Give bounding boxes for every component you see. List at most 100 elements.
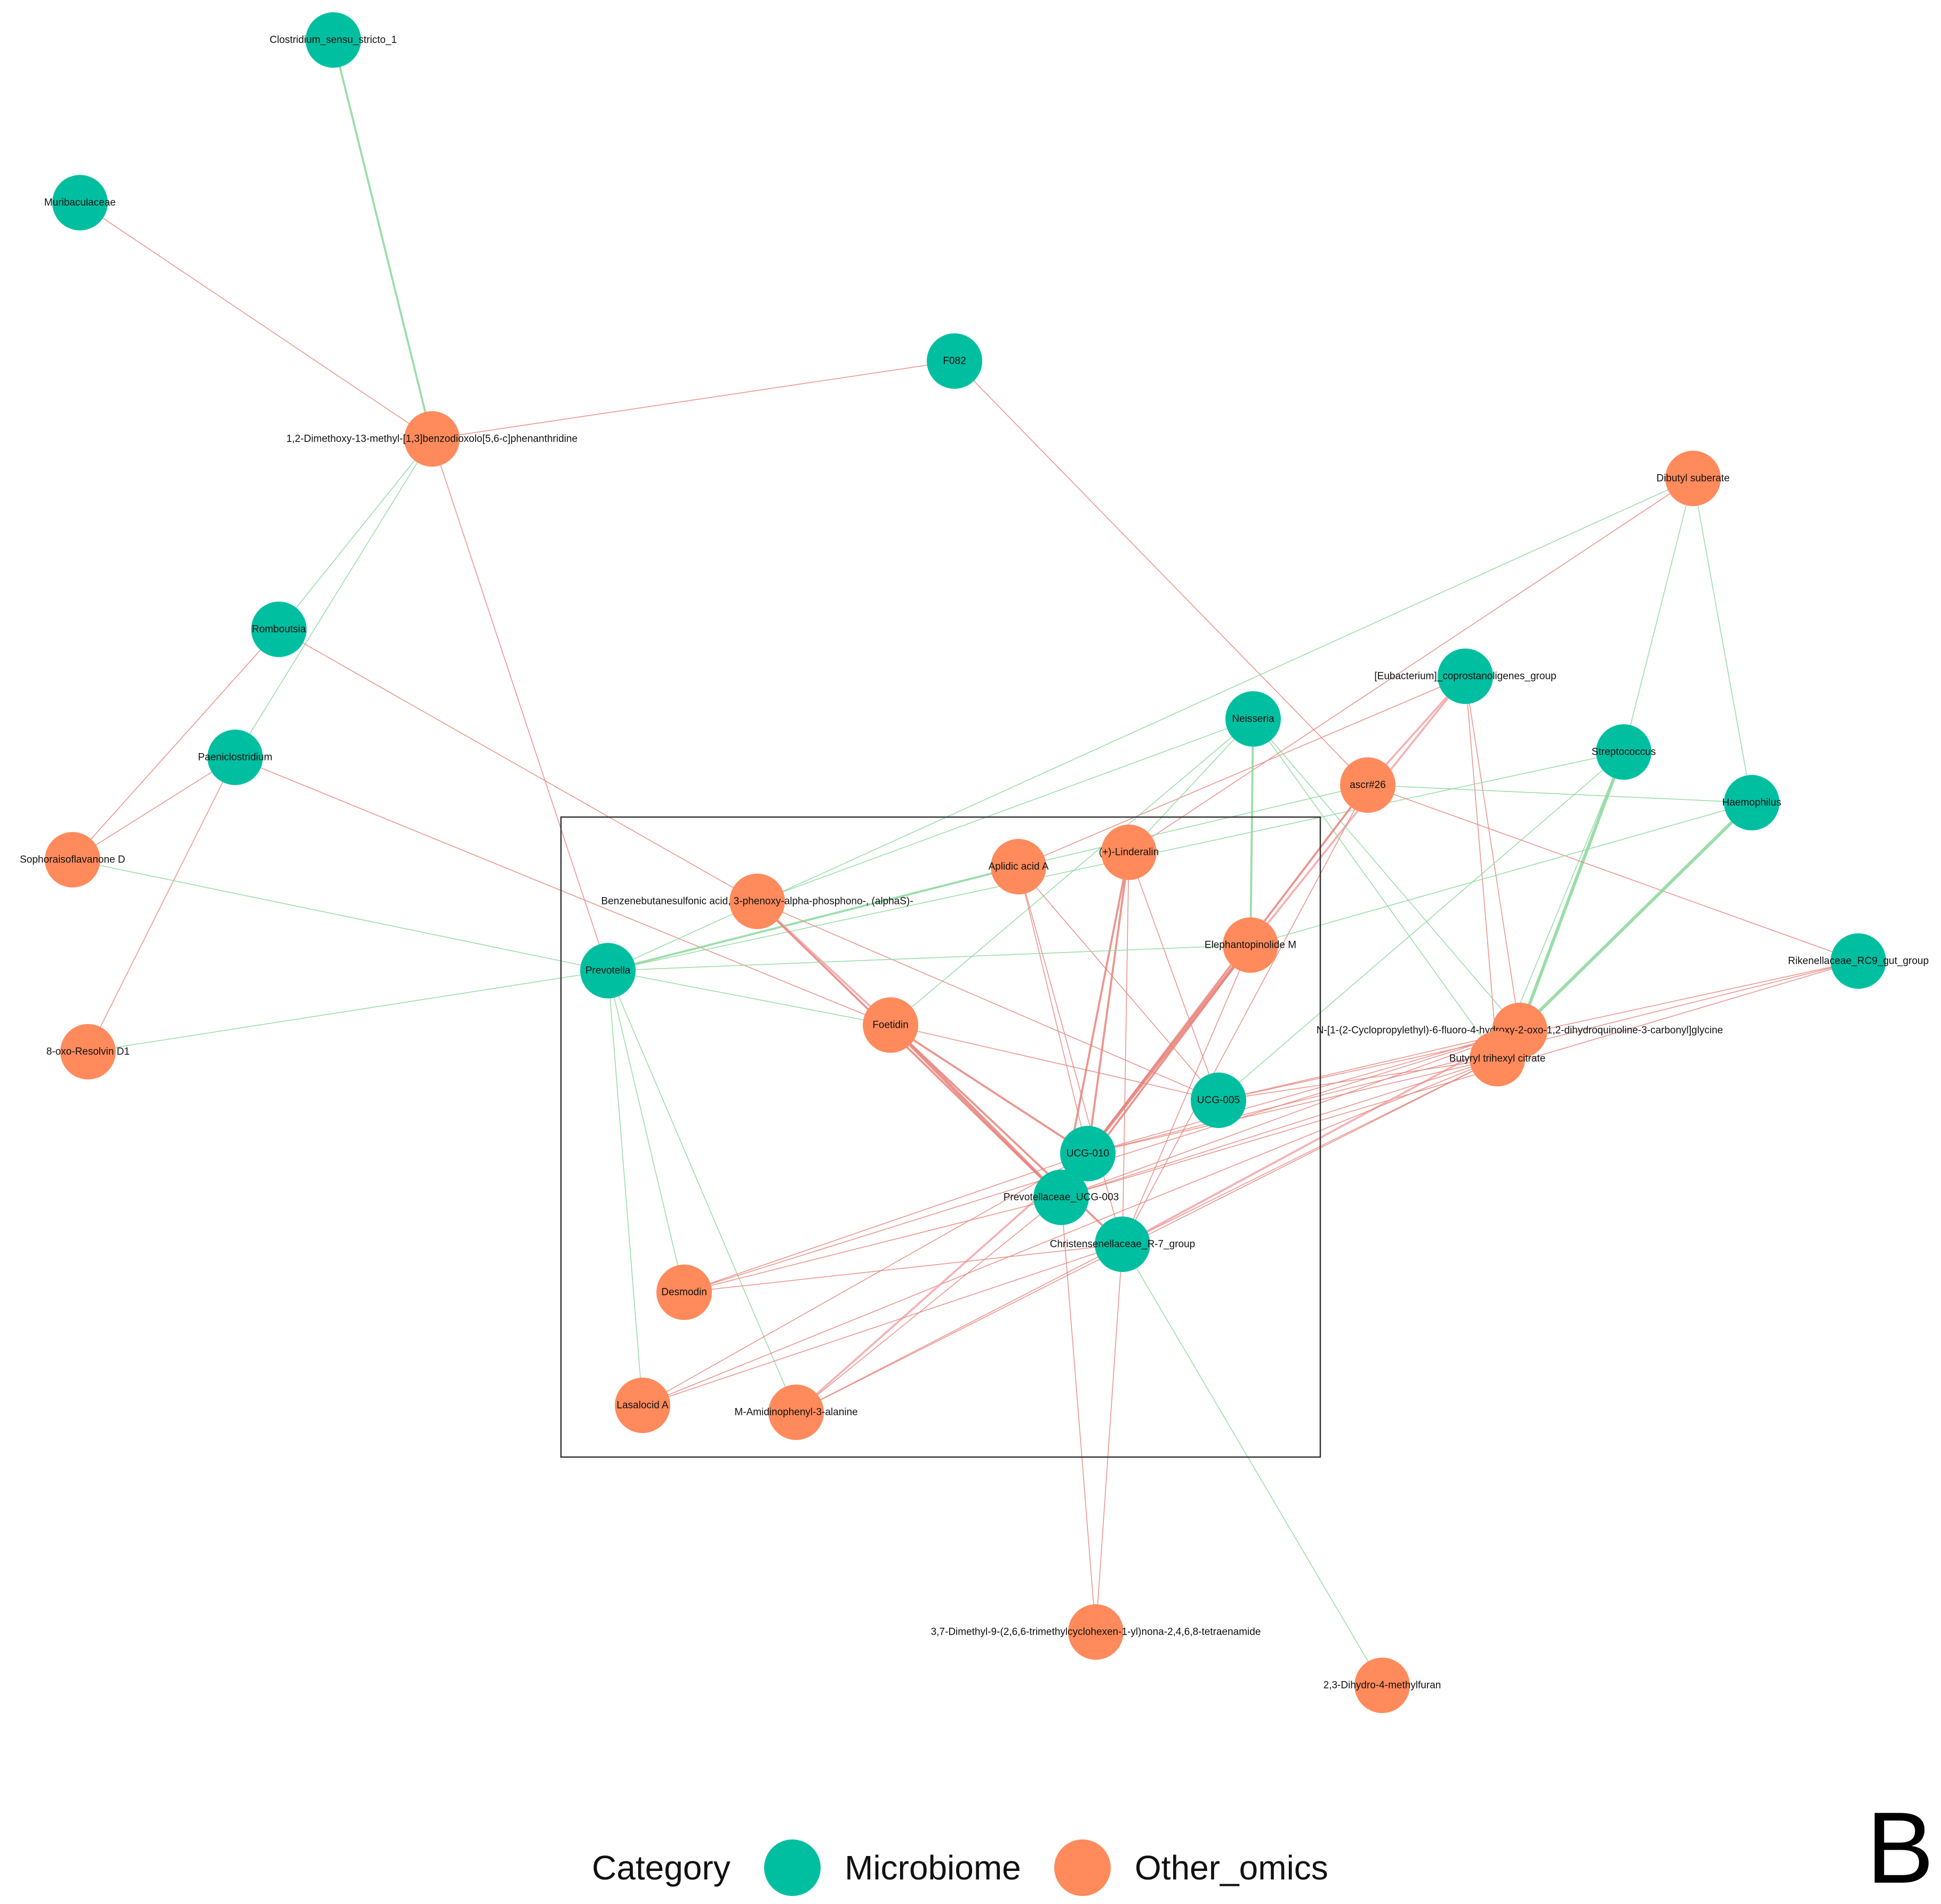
node-oxoresolvin: 8-oxo-Resolvin D1 — [46, 1024, 130, 1079]
node-circle-ucg005 — [1191, 1073, 1246, 1128]
node-label-cyclopropylethyl: N-[1-(2-Cyclopropylethyl)-6-fluoro-4-hyd… — [1317, 1025, 1723, 1036]
node-label-ucg010: UCG-010 — [1066, 1148, 1109, 1159]
edge-christensenellaceae-lasalocid — [642, 1244, 1123, 1406]
edge-christensenellaceae-trimethylcyclohexen — [1095, 1244, 1123, 1633]
node-circle-prevotella — [580, 943, 636, 998]
node-circle-desmodin — [656, 1265, 712, 1320]
edge-butyryl-christensenellaceae — [1122, 1058, 1498, 1245]
node-label-ucg005: UCG-005 — [1197, 1095, 1240, 1106]
edge-butyryl-prevotellaceae — [1061, 1058, 1498, 1198]
edge-eubacterium-butyryl — [1465, 676, 1498, 1059]
legend-swatch-other-omics — [1054, 1839, 1111, 1896]
node-circle-neisseria — [1225, 691, 1281, 747]
edge-dibutyl-streptococcus — [1623, 478, 1694, 753]
edge-streptococcus-cyclopropylethyl — [1518, 751, 1625, 1031]
node-label-f082: F082 — [943, 356, 966, 367]
edge-haemophilus-elephantopinolide — [1250, 802, 1752, 946]
edge-elephantopinolide-christensenellaceae — [1122, 945, 1251, 1245]
edge-ascr26-haemophilus — [1367, 785, 1752, 803]
node-ucg010: UCG-010 — [1060, 1126, 1116, 1181]
node-linderalin: (+)-Linderalin — [1099, 825, 1159, 880]
edge-dimethoxy-prevotella — [431, 438, 608, 971]
node-circle-amidinophenyl — [768, 1385, 824, 1440]
edge-aplidic-ucg005 — [1018, 866, 1219, 1101]
node-circle-prevotellaceae — [1033, 1170, 1089, 1225]
edge-foetidin-ucg005 — [890, 1025, 1219, 1101]
node-label-oxoresolvin: 8-oxo-Resolvin D1 — [46, 1046, 130, 1058]
node-circle-rikenellaceae — [1831, 933, 1886, 989]
node-circle-linderalin — [1101, 825, 1157, 880]
node-butyryl: Butyryl trihexyl citrate — [1449, 1031, 1545, 1086]
edge-paeniclostridium-oxoresolvin — [87, 757, 236, 1052]
node-circle-dibutyl — [1665, 451, 1721, 506]
node-elephantopinolide: Elephantopinolide M — [1205, 917, 1296, 973]
node-streptococcus: Streptococcus — [1592, 724, 1656, 780]
edge-aplidic-ucg010 — [1018, 866, 1088, 1154]
node-lasalocid: Lasalocid A — [615, 1378, 670, 1433]
node-trimethylcyclohexen: 3,7-Dimethyl-9-(2,6,6-trimethylcyclohexe… — [931, 1604, 1261, 1660]
node-desmodin: Desmodin — [656, 1265, 712, 1320]
node-rikenellaceae: Rikenellaceae_RC9_gut_group — [1788, 933, 1929, 989]
node-circle-trimethylcyclohexen — [1068, 1604, 1124, 1660]
edge-elephantopinolide-prevotella — [607, 945, 1251, 971]
node-label-prevotellaceae: Prevotellaceae_UCG-003 — [1004, 1192, 1119, 1203]
edge-ascr26-aplidic — [1018, 785, 1368, 867]
node-label-haemophilus: Haemophilus — [1722, 797, 1782, 809]
node-label-streptococcus: Streptococcus — [1592, 747, 1656, 758]
edge-ucg010-lasalocid — [642, 1153, 1088, 1406]
node-benzenebutanesulfonic: Benzenebutanesulfonic acid, 3-phenoxy-al… — [601, 874, 913, 929]
node-label-paeniclostridium: Paeniclostridium — [198, 752, 272, 763]
node-label-dimethoxy: 1,2-Dimethoxy-13-methyl-[1,3]benzodioxol… — [286, 434, 578, 445]
node-aplidic: Aplidic acid A — [988, 839, 1049, 894]
node-dibutyl: Dibutyl suberate — [1656, 451, 1730, 506]
node-circle-muribaculaceae — [52, 175, 108, 230]
edge-neisseria-foetidin — [890, 718, 1254, 1026]
edge-cyclopropylethyl-christensenellaceae — [1122, 1029, 1520, 1245]
node-circle-benzenebutanesulfonic — [729, 874, 785, 929]
edges-layer — [72, 39, 1859, 1686]
node-prevotellaceae: Prevotellaceae_UCG-003 — [1004, 1170, 1119, 1225]
node-circle-clostridium — [306, 12, 361, 68]
node-amidinophenyl: M-Amidinophenyl-3-alanine — [734, 1385, 858, 1440]
node-ucg005: UCG-005 — [1191, 1073, 1246, 1128]
node-label-clostridium: Clostridium_sensu_stricto_1 — [270, 35, 397, 46]
node-dihydromethylfuran: 2,3-Dihydro-4-methylfuran — [1324, 1658, 1441, 1713]
node-label-desmodin: Desmodin — [661, 1287, 707, 1298]
node-sophoraisoflavanone: Sophoraisoflavanone D — [20, 832, 125, 887]
edge-oxoresolvin-prevotella — [87, 970, 608, 1052]
edge-paeniclostridium-sophoraisoflavanone — [72, 757, 236, 860]
edge-dibutyl-haemophilus — [1693, 478, 1752, 803]
edge-muribaculaceae-dimethoxy — [79, 202, 432, 439]
edge-romboutsia-benzenebutanesulfonic — [278, 629, 758, 902]
node-label-elephantopinolide: Elephantopinolide M — [1205, 940, 1296, 951]
node-label-foetidin: Foetidin — [872, 1020, 909, 1031]
node-label-amidinophenyl: M-Amidinophenyl-3-alanine — [734, 1407, 857, 1418]
edge-haemophilus-cyclopropylethyl — [1518, 801, 1753, 1032]
edge-cyclopropylethyl-prevotellaceae — [1061, 1030, 1520, 1198]
node-label-trimethylcyclohexen: 3,7-Dimethyl-9-(2,6,6-trimethylcyclohexe… — [931, 1627, 1261, 1638]
node-circle-elephantopinolide — [1223, 917, 1278, 973]
node-ascr26: ascr#26 — [1340, 757, 1395, 813]
node-circle-streptococcus — [1596, 724, 1651, 780]
edge-christensenellaceae-desmodin — [684, 1244, 1123, 1293]
edge-paeniclostridium-foetidin — [235, 757, 891, 1026]
node-label-eubacterium: [Eubacterium]_coprostanoligenes_group — [1374, 671, 1556, 682]
node-circle-ascr26 — [1340, 757, 1395, 813]
node-circle-sophoraisoflavanone — [45, 832, 100, 887]
edge-eubacterium-cyclopropylethyl — [1465, 676, 1520, 1031]
edge-linderalin-christensenellaceae — [1122, 852, 1129, 1245]
edge-neisseria-linderalin — [1128, 718, 1254, 853]
edge-linderalin-ucg005 — [1128, 852, 1219, 1101]
node-circle-ucg010 — [1060, 1126, 1116, 1181]
edge-ascr26-christensenellaceae — [1122, 785, 1368, 1245]
edge-ascr26-rikenellaceae — [1367, 785, 1859, 962]
legend-swatch-microbiome — [764, 1839, 821, 1896]
legend-label-other-omics: Other_omics — [1135, 1849, 1328, 1887]
edge-aplidic-prevotella — [607, 866, 1019, 972]
edge-prevotellaceae-trimethylcyclohexen — [1061, 1197, 1096, 1633]
node-circle-eubacterium — [1438, 649, 1493, 704]
edge-f082-dimethoxy — [431, 361, 955, 439]
node-label-aplidic: Aplidic acid A — [988, 861, 1048, 873]
node-neisseria: Neisseria — [1225, 691, 1281, 747]
